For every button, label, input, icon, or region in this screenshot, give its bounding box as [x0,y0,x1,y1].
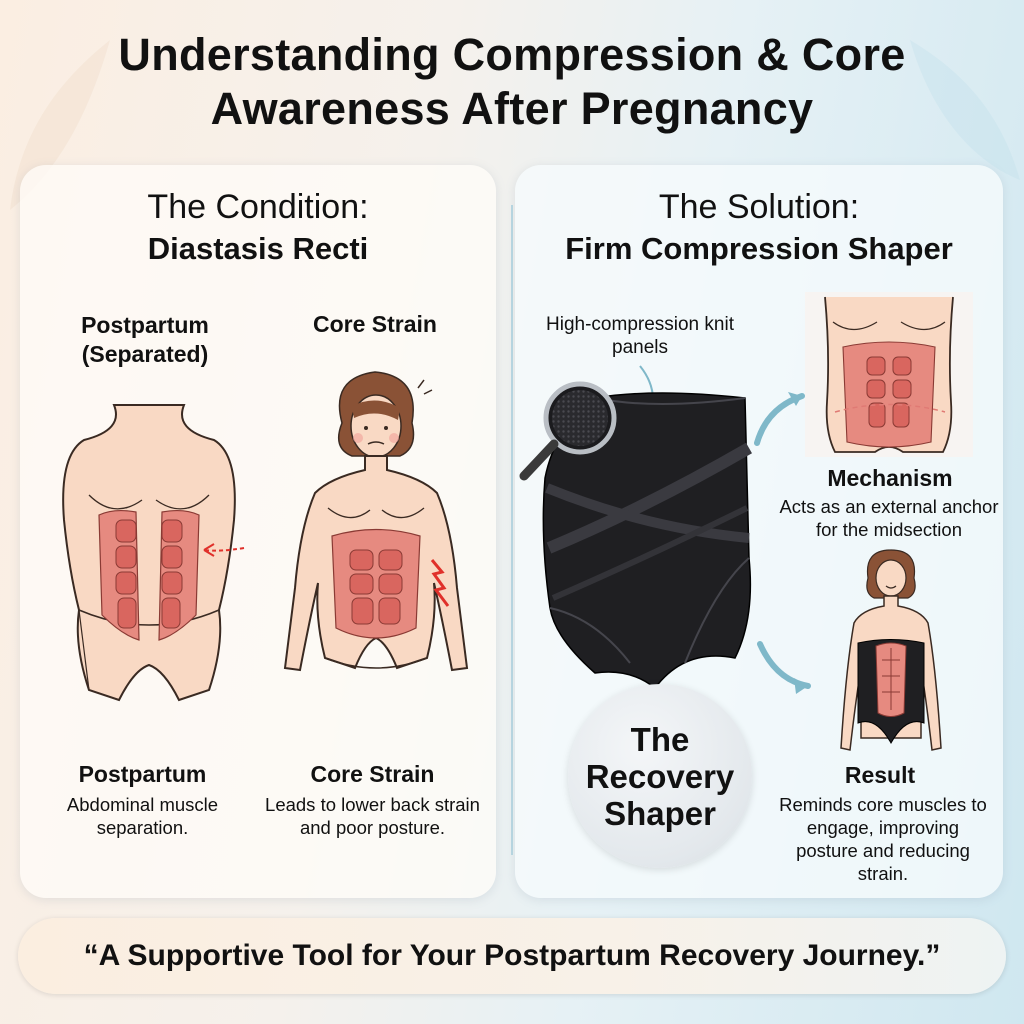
fig2-caption: Leads to lower back strain and poor post… [265,794,480,838]
arrow-to-result [757,641,811,694]
panel-divider [511,205,513,855]
condition-name: Diastasis Recti [147,231,369,266]
callout-text: High-compression knit panels [546,314,734,358]
result-title: Result [844,762,916,788]
fig2-caption-title: Core Strain [310,761,435,787]
engaged-muscles [842,341,936,448]
solution-panel: The Solution: Firm Compression Shaper Hi… [515,165,1003,898]
solution-heading: The Solution: [658,188,860,226]
fig2-label: Core Strain [313,311,437,337]
compression-shaper-illustration [542,392,752,690]
footer-banner: “A Supportive Tool for Your Postpartum R… [18,918,1006,994]
leaf-decoration-right [910,40,1020,180]
result-text: Reminds core muscles to engage, improvin… [779,794,987,884]
badge-text: The Recovery Shaper [585,720,735,832]
smiling-face [875,559,907,597]
postpartum-torso-illustration [62,404,245,702]
result-figure-illustration [840,549,942,751]
abdominal-muscles [331,528,421,639]
separated-muscle-right [158,509,200,641]
footer-text: “A Supportive Tool for Your Postpartum R… [83,939,941,972]
strain-bolt-icon [430,559,450,607]
condition-heading: The Condition: [147,188,369,226]
fig1-caption-title: Postpartum [78,761,207,787]
fig1-caption: Abdominal muscle separation. [66,794,219,838]
separation-arrow [203,547,245,552]
page-title: Understanding Compression & Core Awarene… [118,29,906,134]
solution-name: Firm Compression Shaper [565,231,953,266]
mechanism-torso-illustration [805,292,973,457]
arrow-to-mechanism [754,392,805,446]
recovery-shaper-badge: The Recovery Shaper [568,684,752,868]
core-strain-figure-illustration [283,371,469,672]
separated-muscle-left [98,509,140,641]
mechanism-title: Mechanism [827,465,953,491]
fig1-label: Postpartum (Separated) [81,312,209,367]
mechanism-text: Acts as an external anchor for the midse… [779,496,999,540]
magnifier-icon [519,381,617,481]
